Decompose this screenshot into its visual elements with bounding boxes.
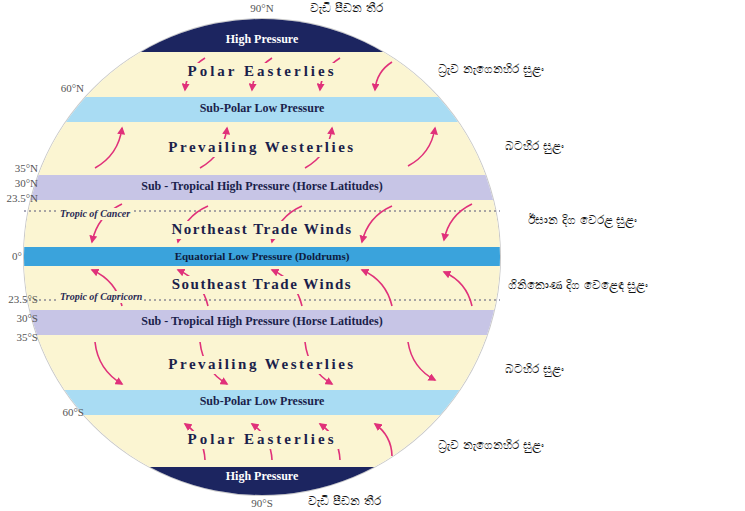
- band-label: Sub - Tropical High Pressure (Horse Lati…: [138, 180, 386, 194]
- wind-arrow: [375, 62, 392, 90]
- band-label: Prevailing Westerlies: [165, 139, 358, 156]
- band-label: Southeast Trade Winds: [169, 276, 355, 293]
- sinhala-label: බටහිර සුළං: [505, 140, 564, 154]
- tropic-label: Tropic of Cancer: [58, 208, 132, 220]
- latitude-label: 30°N: [15, 177, 38, 190]
- low-pressure-band: Sub-Polar Low Pressure: [24, 97, 500, 122]
- high-pressure-band: High Pressure: [24, 467, 500, 495]
- sinhala-label: ඊසාන දිග වෙරළ සුළං: [528, 214, 637, 228]
- sinhala-label: වැඩි පීඩන තීර: [308, 495, 381, 509]
- band-label: Sub - Tropical High Pressure (Horse Lati…: [138, 315, 386, 329]
- latitude-label: 30°S: [16, 312, 38, 325]
- band-label: Equatorial Low Pressure (Doldrums): [172, 250, 353, 263]
- latitude-label: 60°S: [62, 406, 84, 419]
- tropic-label: Tropic of Capricorn: [58, 291, 144, 303]
- wind-arrow: [444, 272, 472, 306]
- wind-arrow: [408, 128, 435, 166]
- sinhala-label: ධ්‍රැව නැගෙනහිර සුළං: [438, 63, 544, 77]
- latitude-label: 90°S: [251, 497, 273, 510]
- wind-arrow: [185, 424, 205, 460]
- wind-band: Polar Easterlies: [24, 415, 500, 467]
- low-pressure-band: Equatorial Low Pressure (Doldrums): [24, 247, 500, 266]
- latitude-label: 35°S: [16, 331, 38, 344]
- latitude-label: 60°N: [61, 82, 84, 95]
- sinhala-label: වැඩි පීඩන තීර: [310, 2, 383, 16]
- band-label: Northeast Trade Winds: [168, 221, 355, 238]
- wind-arrow: [320, 424, 340, 460]
- wind-arrow: [375, 424, 392, 456]
- sinhala-label: ගිනිකොණ දිග වෙළෙඳ සුළං: [508, 279, 648, 293]
- wind-arrow: [272, 270, 302, 306]
- globe-outline: High PressurePolar EasterliesSub-Polar L…: [24, 19, 500, 495]
- wind-arrow: [252, 58, 272, 90]
- wind-arrow: [200, 342, 227, 384]
- band-label: Sub-Polar Low Pressure: [197, 395, 328, 409]
- wind-arrow: [362, 206, 392, 242]
- wind-arrow: [408, 342, 435, 380]
- band-label: Sub-Polar Low Pressure: [197, 102, 328, 116]
- low-pressure-band: Sub-Polar Low Pressure: [24, 390, 500, 415]
- wind-arrow: [252, 424, 272, 460]
- wind-arrow: [178, 270, 208, 306]
- sinhala-label: බටහිර සුළං: [505, 363, 564, 377]
- latitude-label: 23.5°N: [6, 192, 38, 205]
- wind-arrow: [272, 206, 302, 242]
- wind-band: Polar Easterlies: [24, 52, 500, 97]
- high-pressure-band: Sub - Tropical High Pressure (Horse Lati…: [24, 310, 500, 335]
- high-pressure-band: High Pressure: [24, 19, 500, 52]
- wind-arrow: [95, 342, 122, 384]
- wind-arrow: [362, 270, 392, 306]
- band-label: High Pressure: [223, 470, 302, 484]
- wind-arrow: [178, 206, 208, 242]
- latitude-label: 23.5°S: [8, 293, 38, 306]
- wind-arrow: [305, 342, 332, 384]
- latitude-label: 35°N: [15, 162, 38, 175]
- wind-band: Southeast Trade Winds: [24, 266, 500, 310]
- sinhala-label: ධ්‍රැව නැගෙනහිර සුළං: [438, 439, 544, 453]
- latitude-label: 90°N: [250, 2, 273, 15]
- latitude-label: 0°: [12, 250, 22, 263]
- wind-arrow: [185, 58, 205, 90]
- wind-arrow: [305, 128, 332, 168]
- wind-arrow: [200, 128, 227, 168]
- band-label: Prevailing Westerlies: [165, 356, 358, 373]
- band-label: Polar Easterlies: [185, 63, 340, 80]
- wind-band: Northeast Trade Winds: [24, 200, 500, 247]
- wind-arrow: [95, 128, 122, 168]
- band-label: High Pressure: [223, 33, 302, 47]
- high-pressure-band: Sub - Tropical High Pressure (Horse Lati…: [24, 175, 500, 200]
- wind-arrow: [320, 58, 340, 90]
- wind-arrows: [92, 58, 472, 460]
- band-label: Polar Easterlies: [185, 431, 340, 448]
- wind-arrow: [444, 204, 472, 240]
